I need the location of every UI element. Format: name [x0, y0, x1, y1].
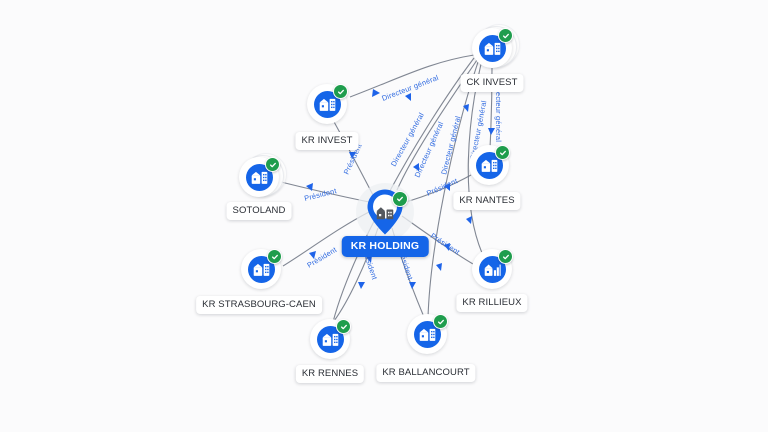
verified-check-icon — [392, 191, 408, 207]
node-label-kr-strasbourg-caen[interactable]: KR STRASBOURG-CAEN — [196, 296, 322, 314]
node-label-sotoland[interactable]: SOTOLAND — [226, 202, 292, 220]
verified-check-icon — [498, 28, 513, 43]
node-label-kr-holding[interactable]: KR HOLDING — [341, 236, 429, 257]
node-label-kr-rillieux[interactable]: KR RILLIEUX — [456, 294, 528, 312]
verified-check-icon — [498, 249, 513, 264]
verified-check-icon — [265, 157, 280, 172]
verified-check-icon — [495, 145, 510, 160]
company-building-icon — [475, 151, 503, 179]
node-label-kr-rennes[interactable]: KR RENNES — [295, 365, 365, 383]
verified-check-icon — [336, 319, 351, 334]
company-building-icon — [376, 205, 394, 225]
company-building-icon — [245, 163, 273, 191]
edge-ck-invest-to-kr-ballancourt — [427, 61, 479, 319]
verified-check-icon — [333, 84, 348, 99]
edge-ck-invest-to-kr-invest — [349, 54, 475, 98]
node-label-ck-invest[interactable]: CK INVEST — [460, 74, 524, 92]
node-label-kr-nantes[interactable]: KR NANTES — [453, 192, 521, 210]
node-label-kr-invest[interactable]: KR INVEST — [295, 132, 359, 150]
company-building-icon — [478, 34, 506, 62]
company-building-icon — [316, 325, 344, 353]
node-label-kr-ballancourt[interactable]: KR BALLANCOURT — [376, 364, 476, 382]
edge-arrow-markers — [306, 89, 495, 289]
verified-check-icon — [433, 314, 448, 329]
edge-label-director: Directeur général — [494, 82, 503, 142]
verified-check-icon — [267, 249, 282, 264]
